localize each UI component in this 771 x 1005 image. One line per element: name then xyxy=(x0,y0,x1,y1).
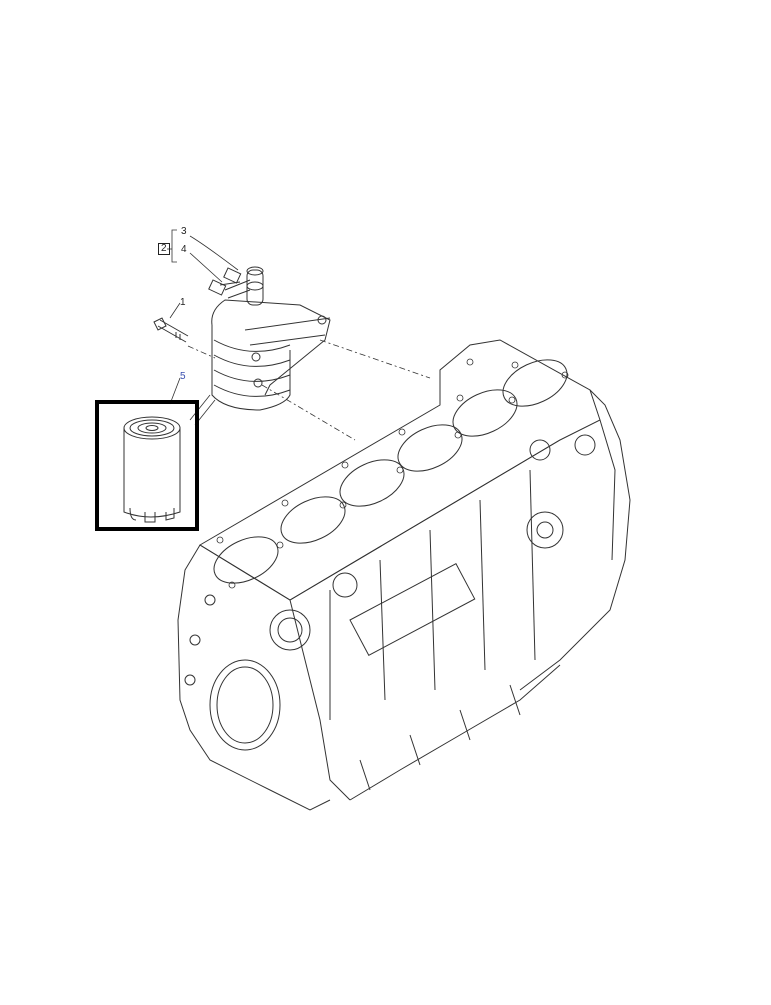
callout-3[interactable]: 3 xyxy=(181,226,187,237)
callout-2[interactable]: 2 xyxy=(158,243,170,255)
callout-4[interactable]: 4 xyxy=(181,244,187,255)
engine-block xyxy=(177,339,631,811)
callout-leaders xyxy=(167,229,239,426)
bolt-part xyxy=(153,317,189,343)
callout-1[interactable]: 1 xyxy=(180,297,186,308)
filter-head-assembly xyxy=(208,266,331,411)
highlight-box xyxy=(95,400,199,531)
callout-5[interactable]: 5 xyxy=(180,371,186,382)
filter-cartridge xyxy=(95,400,199,531)
